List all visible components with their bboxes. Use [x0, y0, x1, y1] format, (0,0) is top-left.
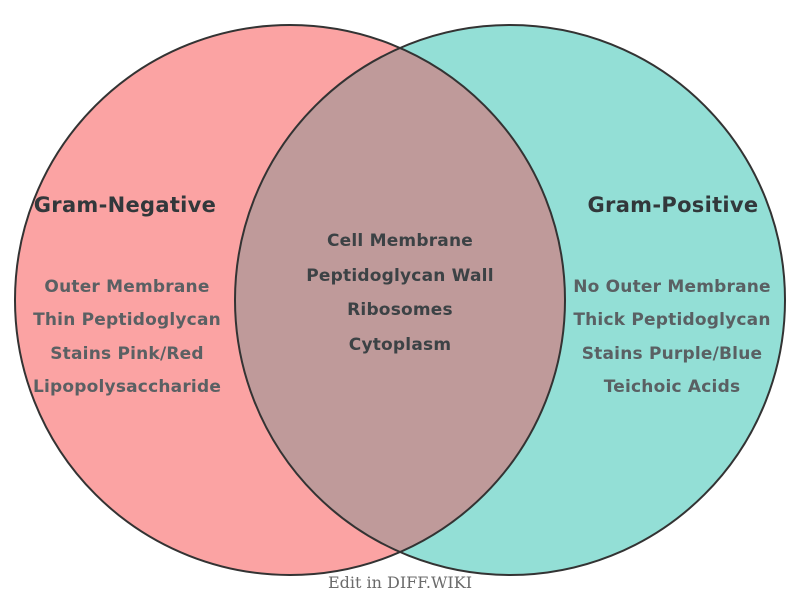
gram-negative-circle-outline [14, 24, 566, 576]
intersection-region [235, 48, 565, 552]
list-item: No Outer Membrane [573, 277, 771, 297]
edit-in-diffwiki-link[interactable]: Edit in DIFF.WIKI [327, 573, 473, 592]
list-item: Stains Pink/Red [50, 343, 204, 364]
gram-positive-heading: Gram-Positive [587, 193, 759, 217]
list-item: Outer Membrane [44, 277, 210, 297]
list-item: Peptidoglycan Wall [306, 265, 494, 286]
gram-negative-heading: Gram-Negative [33, 193, 217, 217]
list-item: Thick Peptidoglycan [573, 310, 771, 331]
gram-negative-list: Outer Membrane Thin Peptidoglycan Stains… [0, 271, 257, 405]
list-item: Cell Membrane [327, 231, 473, 251]
list-item: Thin Peptidoglycan [33, 310, 221, 331]
list-item: Stains Purple/Blue [581, 343, 763, 364]
list-item: Lipopolysaccharide [32, 377, 222, 398]
shared-traits-list: Cell Membrane Peptidoglycan Wall Ribosom… [270, 224, 530, 363]
gram-positive-circle-outline [234, 24, 786, 576]
list-item: Cytoplasm [348, 335, 452, 356]
list-item: Teichoic Acids [603, 377, 741, 398]
list-item: Ribosomes [347, 300, 453, 321]
gram-positive-list: No Outer Membrane Thick Peptidoglycan St… [542, 271, 800, 405]
